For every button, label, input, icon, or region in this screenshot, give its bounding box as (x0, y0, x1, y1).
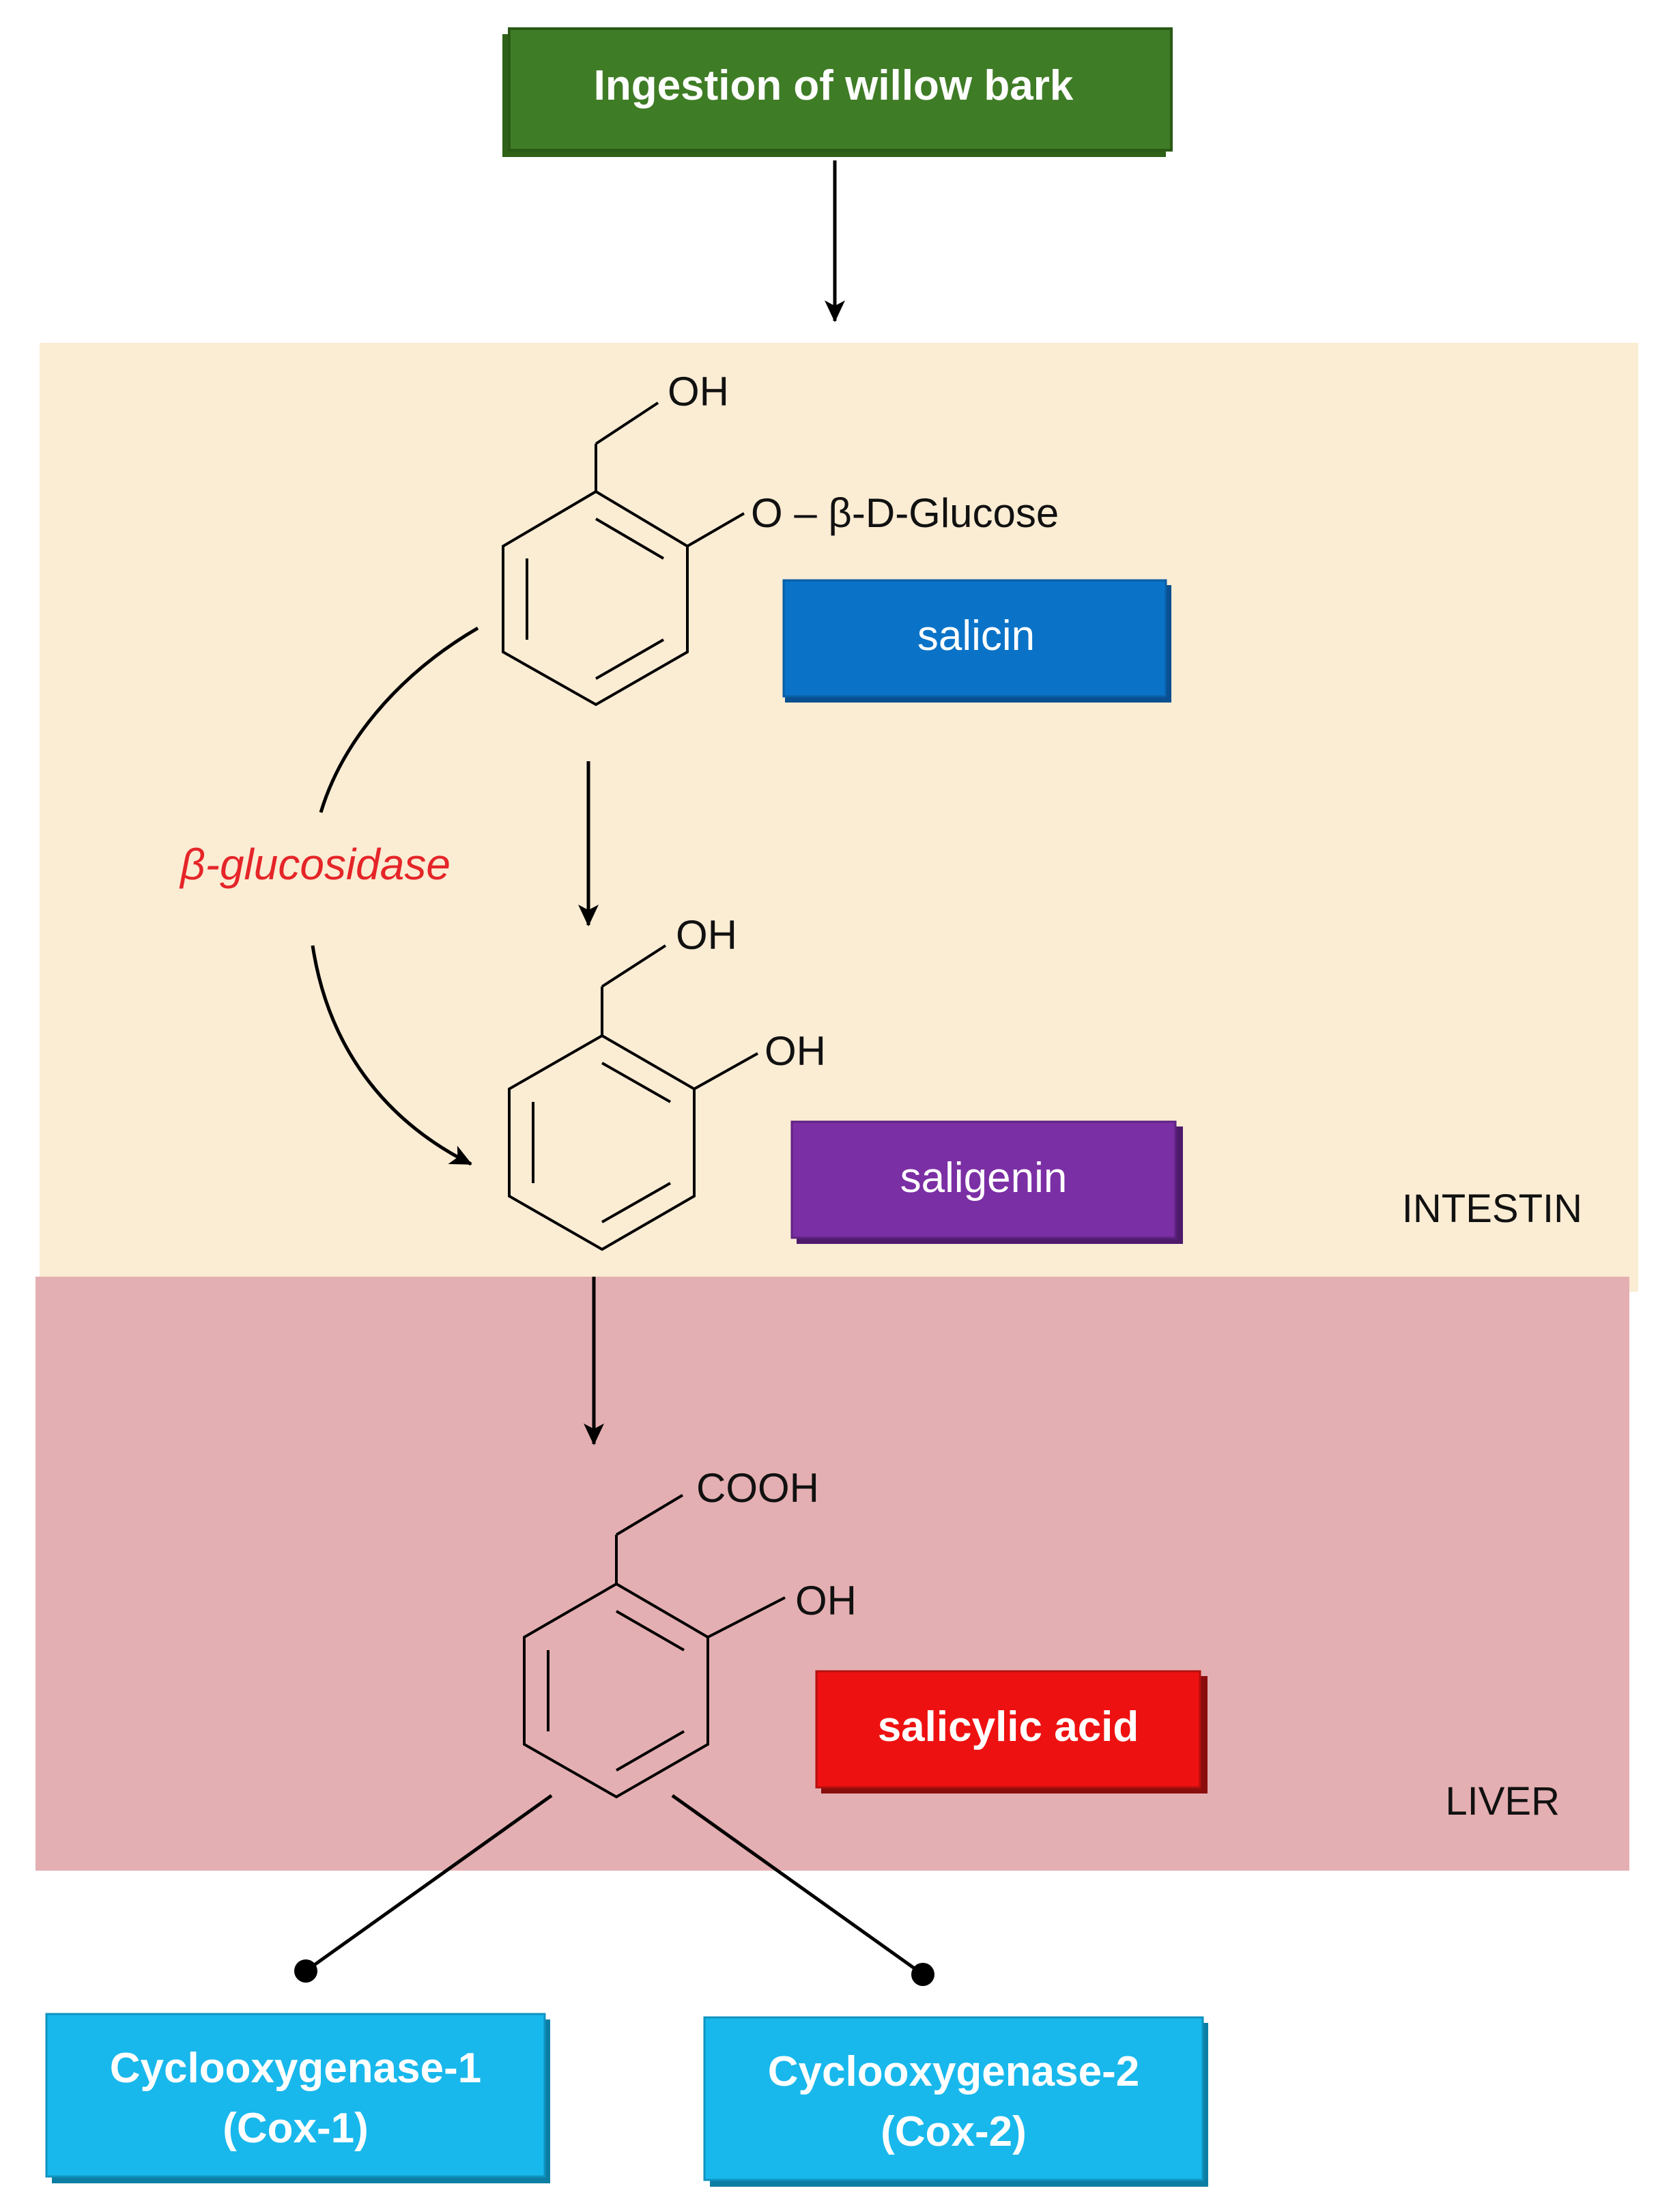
salicin-side-group: O – β-D-Glucose (751, 490, 1059, 536)
saligenin-label: saligenin (900, 1154, 1068, 1202)
saligenin-top-group: OH (676, 912, 737, 958)
ingestion-label: Ingestion of willow bark (594, 62, 1074, 109)
inhibition-line-cox2 (671, 1793, 924, 1976)
salicin-box: salicin (782, 579, 1171, 703)
inhibition-dot-cox2 (911, 1963, 934, 1986)
liver-label: LIVER (1445, 1779, 1560, 1824)
salicylic-acid-box: salicylic acid (815, 1670, 1208, 1793)
cox2-name: Cyclooxygenase-2 (768, 2048, 1139, 2095)
salicylic-side-group: OH (795, 1578, 857, 1623)
intestine-label: INTESTIN (1402, 1187, 1582, 1231)
cox2-box: Cyclooxygenase-2 (Cox-2) (703, 2016, 1208, 2187)
ingestion-box: Ingestion of willow bark (502, 27, 1173, 157)
salicin-structure (502, 401, 745, 707)
salicin-label: salicin (917, 612, 1035, 660)
saligenin-side-group: OH (765, 1028, 826, 1074)
salicylic-acid-label: salicylic acid (878, 1703, 1139, 1750)
cox1-name: Cyclooxygenase-1 (110, 2045, 481, 2092)
saligenin-box: saligenin (790, 1120, 1183, 1244)
cox1-abbrev: (Cox-1) (223, 2105, 369, 2152)
cox1-box: Cyclooxygenase-1 (Cox-1) (45, 2013, 550, 2183)
enzyme-curve-lower (311, 945, 472, 1166)
enzyme-label: β-glucosidase (179, 840, 451, 889)
salicin-top-group: OH (668, 369, 729, 414)
salicylic-top-group: COOH (696, 1465, 819, 1511)
inhibition-line-cox1 (304, 1793, 553, 1973)
saligenin-structure (508, 944, 758, 1251)
salicylic-acid-structure (523, 1494, 786, 1799)
enzyme-curve-upper (319, 626, 479, 813)
cox2-abbrev: (Cox-2) (881, 2108, 1027, 2155)
inhibition-dot-cox1 (294, 1959, 317, 1983)
